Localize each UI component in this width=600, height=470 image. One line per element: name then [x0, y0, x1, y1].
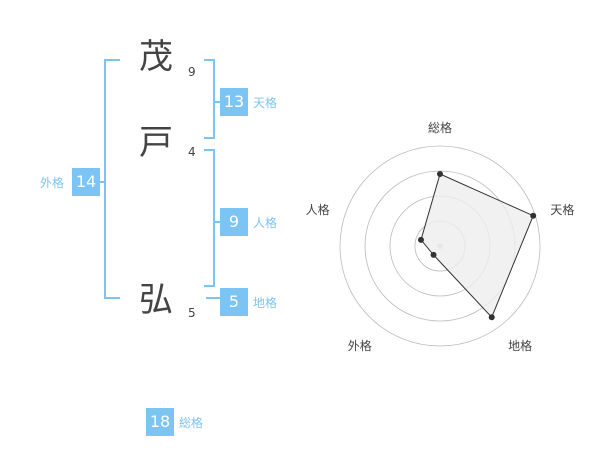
- radar-axis-label: 外格: [348, 338, 372, 353]
- radar-axis-label: 総格: [428, 120, 452, 135]
- radar-data-polygon: [420, 173, 534, 319]
- soukaku-value: 18: [146, 408, 174, 436]
- jinkaku-label: 人格: [253, 216, 278, 230]
- gaikaku-value: 14: [72, 168, 100, 196]
- radar-point-1: [437, 171, 443, 177]
- jinkaku-bracket: [204, 149, 215, 287]
- radar-point-2: [530, 212, 537, 219]
- name-char-2: 戸: [139, 123, 173, 163]
- stroke-count-1: 9: [188, 65, 196, 79]
- radar-point-4: [430, 251, 437, 258]
- name-char-1: 茂: [139, 37, 173, 77]
- radar-point-5: [417, 236, 424, 243]
- jinkaku-value: 9: [220, 208, 248, 236]
- name-char-3: 弘: [139, 280, 173, 320]
- stroke-count-3: 5: [188, 306, 196, 320]
- tenkaku-label: 天格: [253, 96, 278, 110]
- radar-axis-label: 人格: [306, 202, 330, 217]
- soukaku-label: 総格: [179, 416, 204, 430]
- stroke-count-2: 4: [188, 145, 196, 159]
- radar-point-3: [488, 314, 495, 321]
- chikaku-label: 地格: [253, 296, 278, 310]
- gaikaku-bracket: [104, 59, 120, 299]
- radar-grid-ring: [339, 145, 541, 347]
- tenkaku-bracket: [204, 59, 215, 139]
- tenkaku-value: 13: [220, 88, 248, 116]
- radar-axis-label: 地格: [508, 338, 532, 353]
- gaikaku-label: 外格: [40, 176, 65, 190]
- chikaku-value: 5: [220, 288, 248, 316]
- radar-axis-label: 天格: [550, 202, 574, 217]
